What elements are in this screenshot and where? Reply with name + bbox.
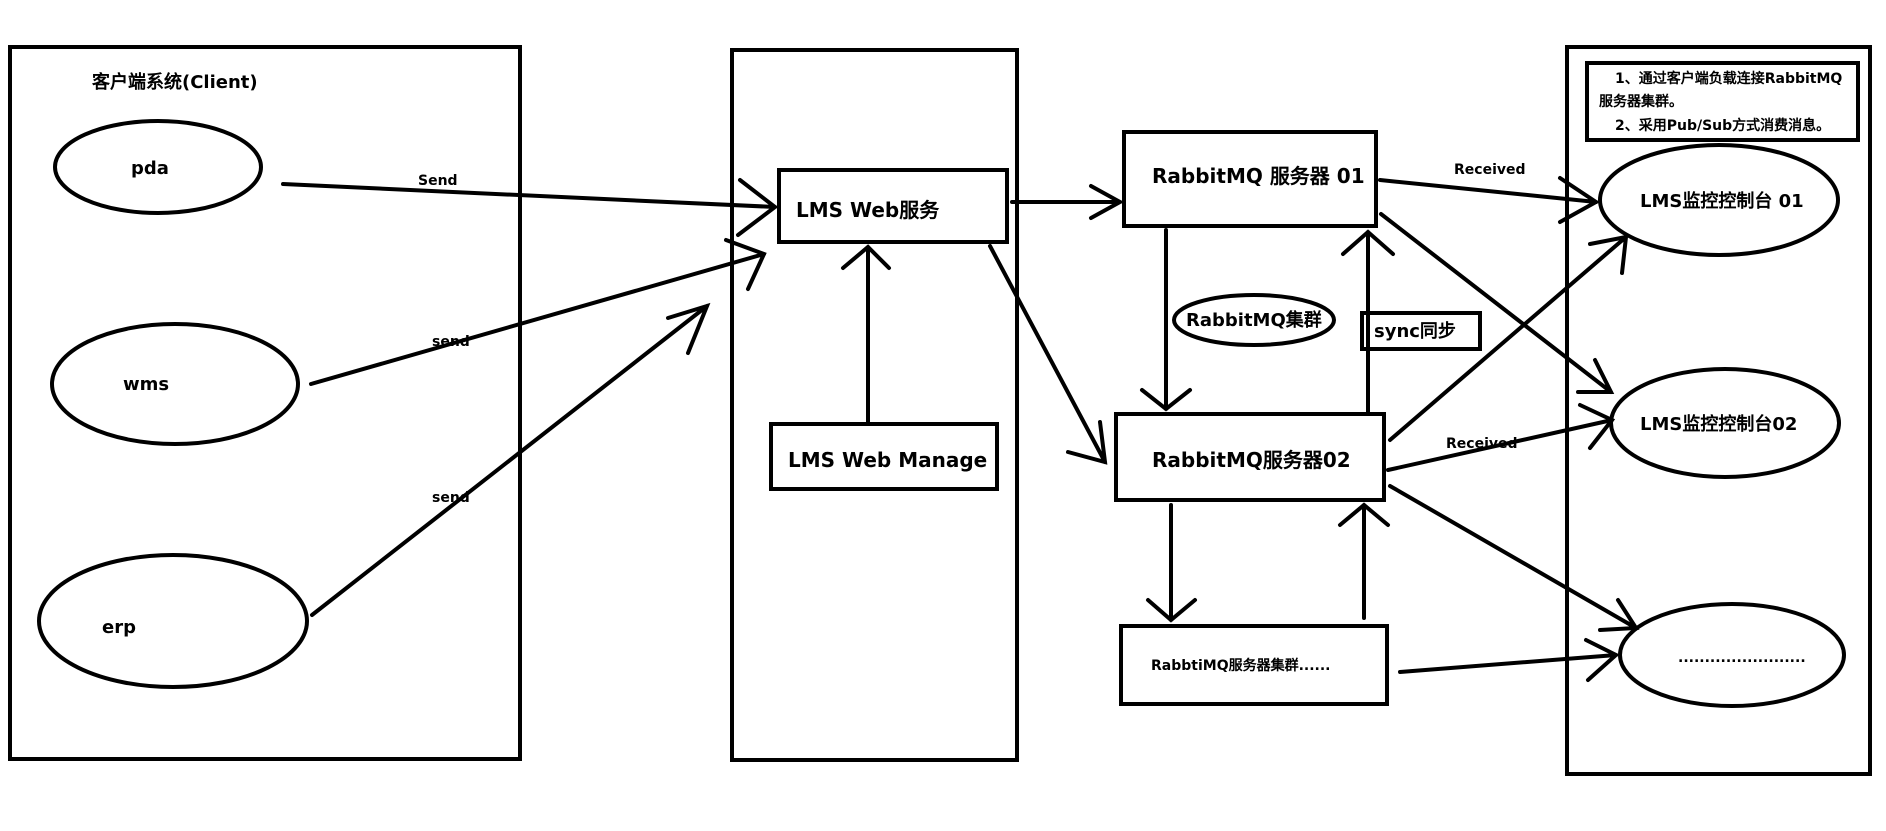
edge-label-pda-send: Send [418,173,458,189]
rabbitmq-server-01-label: RabbitMQ 服务器 01 [1152,164,1365,188]
rabbitmq-cluster-ellipse [1172,293,1336,347]
edge-label-wms-send: send [432,334,470,350]
rabbitmq-cluster-more-box [1119,624,1389,706]
client-wms-label: wms [123,374,169,395]
console-more-label: ........................ [1678,650,1806,666]
arrow-server01-to-server02 [1140,228,1192,412]
sync-box [1360,311,1482,351]
client-pda [53,119,263,215]
note-box [1585,61,1860,142]
arrow-pda-to-web [281,178,779,237]
client-wms [50,322,300,446]
lms-web-manage-box [769,422,999,491]
arrow-wms-to-web [309,238,767,386]
console-02-label: LMS监控控制台02 [1640,413,1797,435]
arrow-manage-to-web [841,244,891,424]
arrow-server02-to-cluster-more [1146,503,1197,623]
arrow-web-to-server02 [988,244,1108,465]
client-pda-label: pda [131,158,169,179]
lms-web-manage-label: LMS Web Manage [788,448,987,472]
rabbitmq-server-02-label: RabbitMQ服务器02 [1152,448,1351,472]
console-more [1618,602,1846,708]
arrow-cluster-more-to-server02 [1338,502,1390,620]
rabbitmq-cluster-label: RabbitMQ集群 [1186,309,1322,331]
sync-label: sync同步 [1374,320,1456,342]
note-line-2: 服务器集群。 [1599,93,1683,110]
arrow-server02-to-console02 [1386,403,1616,472]
note-line-3: 2、采用Pub/Sub方式消费消息。 [1615,117,1830,134]
web-panel [730,48,1019,762]
arrow-server01-to-console01 [1378,176,1600,224]
console-01 [1598,143,1840,257]
edge-label-erp-send: send [432,490,470,506]
lms-web-service-label: LMS Web服务 [796,198,940,222]
arrow-web-to-server01 [1010,184,1125,220]
rabbitmq-server-02-box [1114,412,1386,502]
arrow-server01-to-console02 [1379,212,1615,394]
lms-web-service-box [777,168,1009,244]
client-erp [37,553,309,689]
rabbitmq-cluster-more-label: RabbtiMQ服务器集群...... [1151,657,1331,674]
arrow-server02-to-console01 [1388,234,1629,442]
arrow-cluster-more-to-console-more [1398,638,1620,682]
edge-label-received-02: Received [1446,436,1518,452]
client-panel-title: 客户端系统(Client) [92,71,258,93]
arrow-sync-server02-to-server01 [1341,229,1395,414]
console-01-label: LMS监控控制台 01 [1640,190,1804,212]
arrow-erp-to-web [310,302,711,617]
arrow-server02-to-console-more [1388,484,1640,632]
edge-label-received-01: Received [1454,162,1526,178]
rabbitmq-server-01-box [1122,130,1378,228]
note-line-1: 1、通过客户端负载连接RabbitMQ [1615,70,1842,87]
client-erp-label: erp [102,617,136,638]
